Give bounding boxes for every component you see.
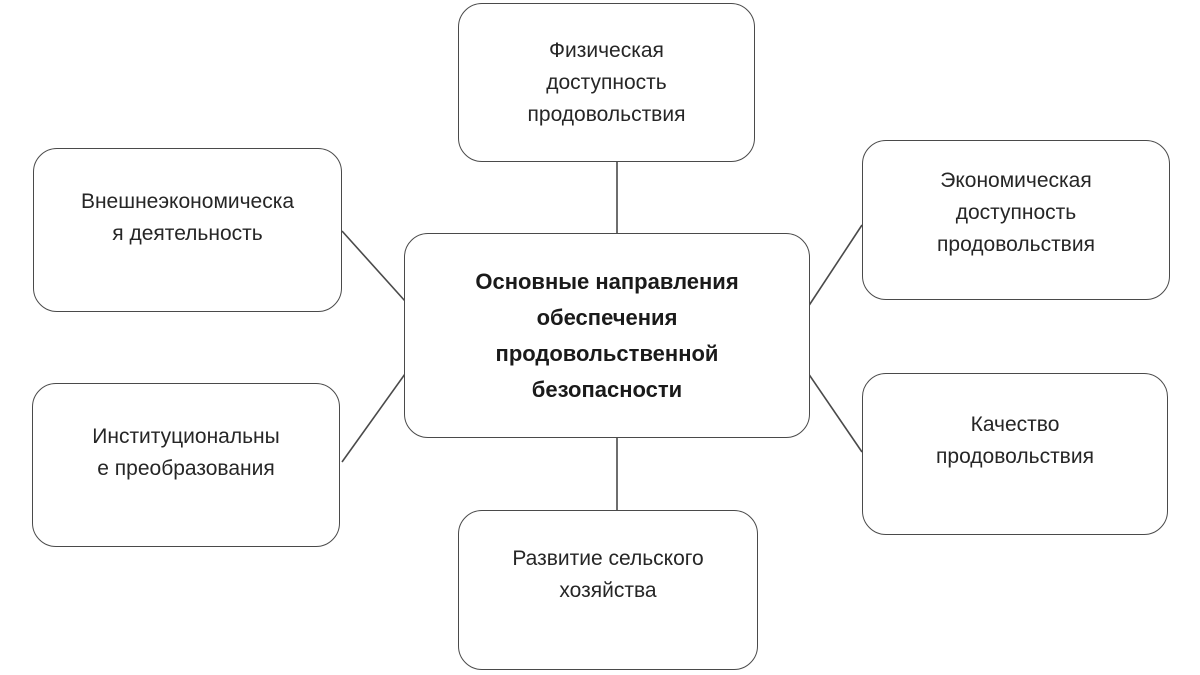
connector-bottom-left (341, 373, 406, 463)
node-economic-availability: Экономическая доступность продовольствия (862, 140, 1170, 300)
node-food-quality-label: Качество продовольствия (936, 413, 1094, 468)
connector-top-right (807, 224, 863, 308)
node-economic-availability-label: Экономическая доступность продовольствия (937, 169, 1095, 256)
node-institutional-transformations: Институциональны е преобразования (32, 383, 340, 547)
node-food-quality: Качество продовольствия (862, 373, 1168, 535)
connector-bottom-right (807, 372, 863, 453)
node-physical-availability-label: Физическая доступность продовольствия (527, 38, 686, 126)
node-main-directions-center-label: Основные направления обеспечения продово… (475, 268, 739, 402)
node-institutional-transformations-label: Институциональны е преобразования (92, 425, 280, 480)
node-physical-availability: Физическая доступность продовольствия (458, 3, 755, 162)
node-foreign-economic-activity-label: Внешнеэкономическа я деятельность (80, 190, 295, 245)
node-main-directions-center: Основные направления обеспечения продово… (404, 233, 810, 438)
node-foreign-economic-activity: Внешнеэкономическа я деятельность (33, 148, 342, 312)
node-agriculture-development: Развитие сельского хозяйства (458, 510, 758, 670)
node-agriculture-development-label: Развитие сельского хозяйства (512, 547, 704, 602)
connector-top-left (341, 230, 406, 302)
